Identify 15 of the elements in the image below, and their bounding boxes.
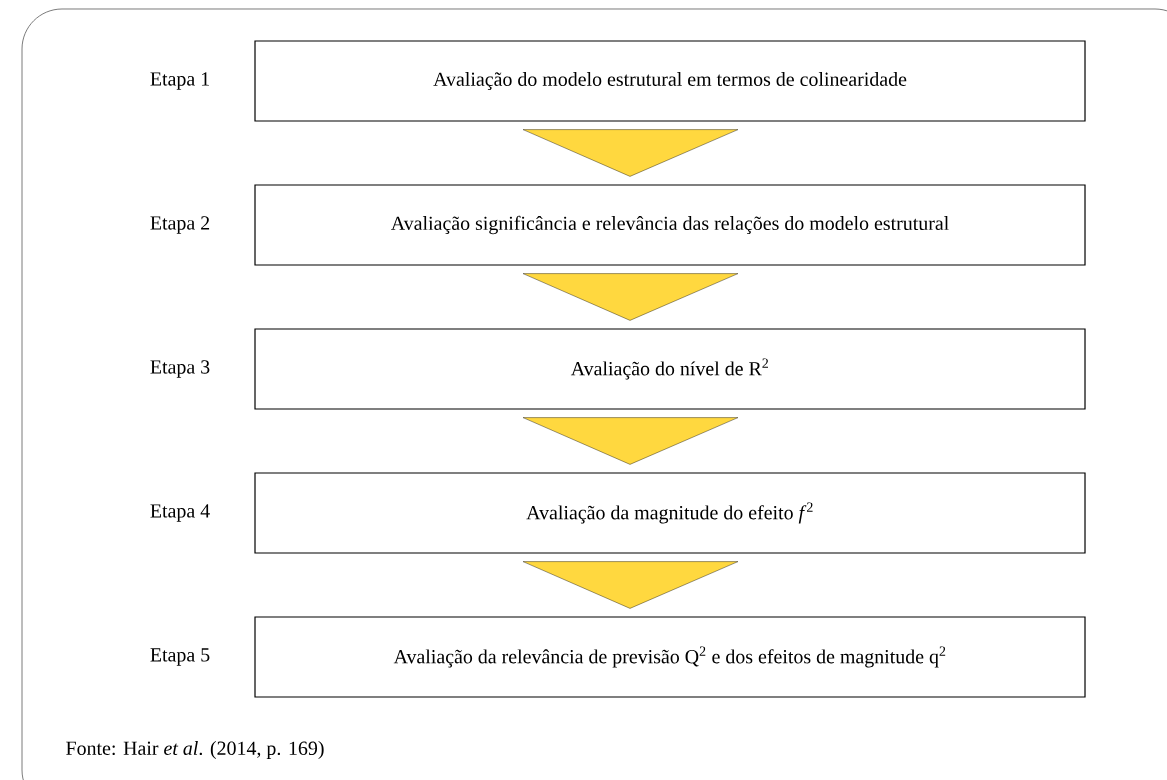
process-box: Avaliação da magnitude do efeito f$^{2}$: [254, 472, 1086, 554]
source-note: Fonte: Hair et al. (2014, p. 169): [66, 740, 324, 759]
chevron-arrow: [522, 273, 739, 321]
process-box: Avaliação do nível de R$^{2}$: [254, 328, 1086, 410]
step-label: Etapa 3: [150, 360, 210, 378]
step-label: Etapa 1: [150, 72, 209, 90]
step-label: Etapa 4: [150, 504, 210, 522]
chevron-arrow: [522, 129, 739, 177]
chevron-arrow: [522, 561, 739, 609]
step-label: Etapa 5: [150, 648, 210, 666]
process-box: Avaliação do modelo estrutural em termos de colinearidade: [254, 40, 1086, 122]
step-label: Etapa 2: [150, 216, 210, 234]
chevron-arrow: [522, 417, 739, 465]
process-box: Avaliação da relevância de previsão Q$^{2}$ e dos efeitos de magnitude q$^{2}$: [254, 616, 1086, 698]
process-box: Avaliação significância e relevância das relações do modelo estrutural: [254, 184, 1086, 266]
